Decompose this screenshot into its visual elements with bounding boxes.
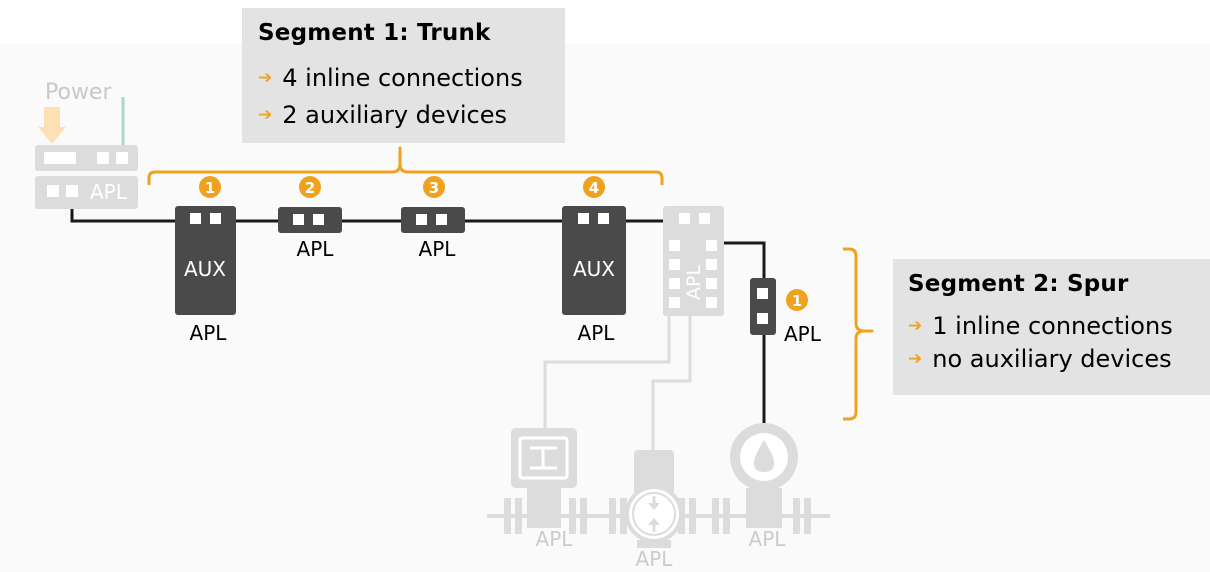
svg-text:AUX: AUX <box>573 257 615 281</box>
segment2-title: Segment 2: Spur <box>908 271 1129 297</box>
level-sensor-icon: APL <box>730 423 798 551</box>
segment1-bracket <box>147 146 664 185</box>
flow-meter-label: APL <box>636 547 674 571</box>
segment1-item-2: ➔ 2 auxiliary devices <box>258 101 508 129</box>
svg-text:1: 1 <box>205 179 215 197</box>
field-switch: APL <box>663 206 724 316</box>
svg-text:AUX: AUX <box>184 257 226 281</box>
valve-actuator-icon: APL <box>511 428 577 551</box>
trunk-inline-device-2-label: APL <box>297 237 335 261</box>
segment2-item-1: ➔ 1 inline connections <box>908 312 1173 340</box>
arrow-bullet-icon: ➔ <box>908 349 923 369</box>
power-supply-bottom <box>35 176 138 209</box>
trunk-inline-device-3-label: APL <box>419 237 457 261</box>
trunk-cable <box>70 205 766 424</box>
arrow-bullet-icon: ➔ <box>258 68 273 88</box>
power-arrow-icon <box>38 107 66 144</box>
segment1-title: Segment 1: Trunk <box>258 20 491 46</box>
faded-branch-cables <box>543 316 692 452</box>
level-sensor-label: APL <box>749 527 787 551</box>
segment2-item-2: ➔ no auxiliary devices <box>908 345 1172 373</box>
field-switch-label: APL <box>683 265 705 300</box>
power-supply-top <box>35 145 138 171</box>
arrow-bullet-icon: ➔ <box>258 105 273 125</box>
spur-marker-1: 1 <box>786 289 808 311</box>
trunk-marker-2: 2 <box>299 176 321 198</box>
power-label: Power <box>45 80 112 105</box>
trunk-inline-device-3: APL <box>401 207 465 261</box>
trunk-marker-3: 3 <box>423 176 445 198</box>
segment2-bracket <box>843 247 874 421</box>
trunk-inline-device-2: APL <box>278 207 342 261</box>
spur-inline-device: APL <box>750 278 822 346</box>
trunk-marker-1: 1 <box>199 176 221 198</box>
segment2-info-box: Segment 2: Spur ➔ 1 inline connections ➔… <box>893 259 1210 395</box>
valve-actuator-label: APL <box>536 527 574 551</box>
segment1-item-1: ➔ 4 inline connections <box>258 64 523 92</box>
trunk-marker-4: 4 <box>583 176 605 198</box>
trunk-aux-device-1-label: APL <box>190 321 228 345</box>
svg-text:3: 3 <box>429 179 439 197</box>
trunk-aux-device-1: AUX APL <box>175 206 236 345</box>
segment1-info-box: Segment 1: Trunk ➔ 4 inline connections … <box>242 8 565 143</box>
svg-text:1: 1 <box>792 292 802 310</box>
trunk-aux-device-4: AUX APL <box>562 206 626 345</box>
svg-text:2: 2 <box>305 179 315 197</box>
flow-meter-icon: APL <box>625 450 683 571</box>
power-supply: Power APL <box>35 80 138 209</box>
power-apl-label: APL <box>90 180 128 204</box>
svg-text:4: 4 <box>589 179 599 197</box>
trunk-aux-device-4-label: APL <box>578 321 616 345</box>
arrow-bullet-icon: ➔ <box>908 316 923 336</box>
spur-inline-device-label: APL <box>784 322 822 346</box>
